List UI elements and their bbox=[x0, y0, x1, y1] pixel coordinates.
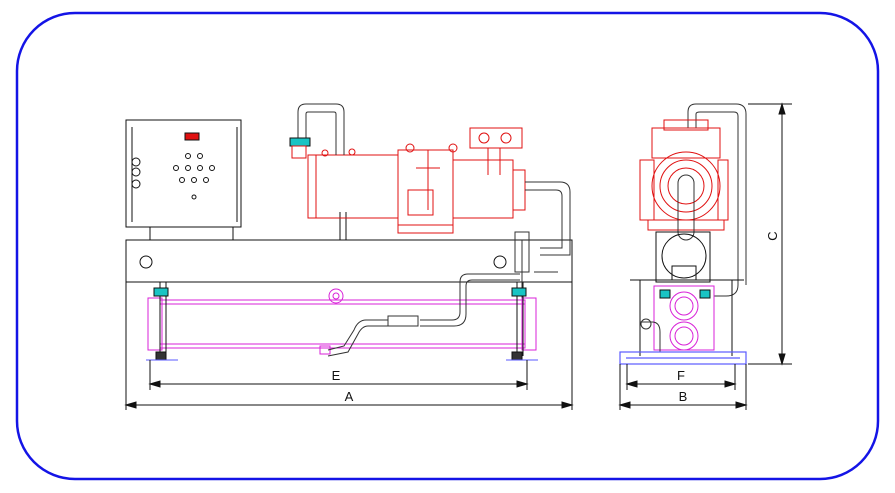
compressor-icon bbox=[651, 151, 721, 221]
control-panel bbox=[125, 119, 242, 240]
dim-label-f: F bbox=[677, 368, 685, 383]
dim-label-e: E bbox=[332, 368, 341, 383]
side-motor bbox=[630, 231, 744, 356]
side-drain-pipe bbox=[640, 318, 661, 352]
dim-label-b: B bbox=[679, 389, 688, 404]
side-compressor bbox=[639, 119, 729, 231]
panel-display-icon bbox=[184, 132, 200, 141]
side-exchanger bbox=[653, 285, 715, 351]
liquid-line bbox=[327, 273, 520, 357]
exchanger-supports bbox=[146, 282, 538, 361]
side-base-plate bbox=[619, 351, 747, 365]
discharge-pipe bbox=[514, 181, 571, 300]
dim-label-c: C bbox=[765, 231, 780, 240]
drawing-frame bbox=[15, 11, 880, 481]
dim-label-a: A bbox=[345, 389, 354, 404]
dimension-labels: E A F B C bbox=[332, 231, 780, 404]
front-view bbox=[125, 103, 573, 406]
dimension-lines bbox=[124, 102, 792, 410]
fitting-icon bbox=[289, 137, 311, 147]
base-frame bbox=[125, 212, 573, 406]
compressor bbox=[307, 127, 526, 234]
side-suction-pipe bbox=[677, 174, 695, 241]
side-view bbox=[619, 103, 747, 365]
side-pipe-loop bbox=[687, 103, 747, 297]
suction-pipe bbox=[289, 103, 345, 159]
shell-tube-exchanger bbox=[147, 288, 537, 355]
